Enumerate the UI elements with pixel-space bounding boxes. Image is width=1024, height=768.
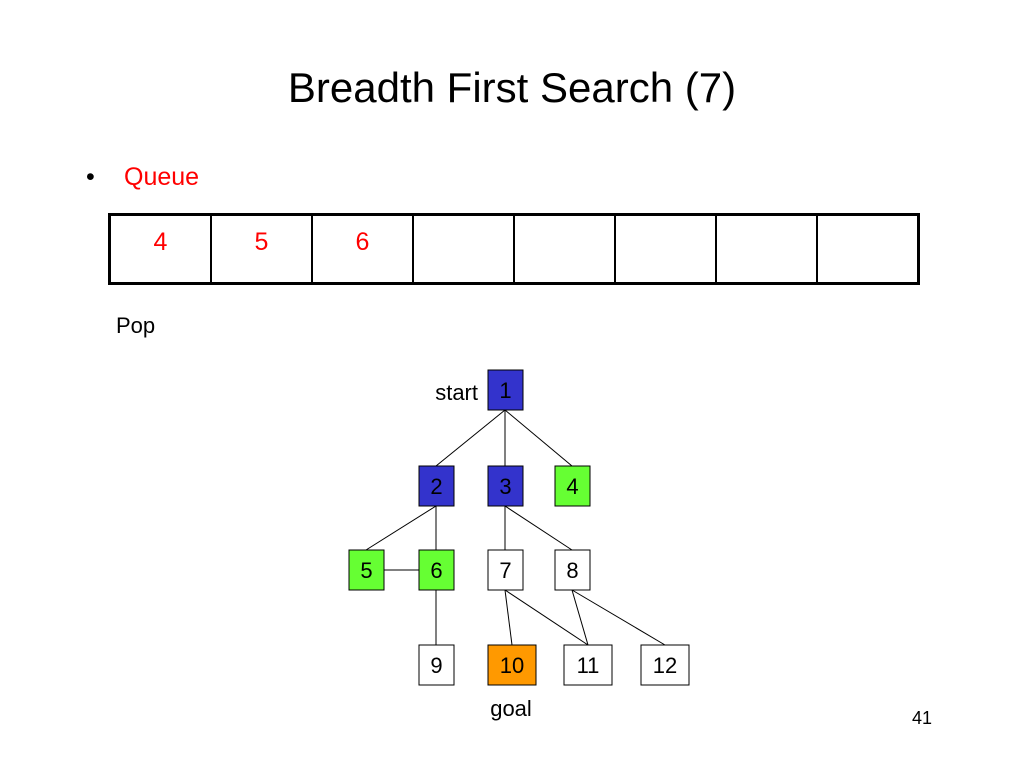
queue-cell (412, 216, 513, 282)
node-label-6: 6 (430, 558, 442, 583)
node-box-6 (418, 549, 455, 591)
start-label: start (435, 380, 478, 405)
queue-cell: 4 (153, 228, 168, 256)
node-label-8: 8 (566, 558, 578, 583)
node-12: 12 (640, 644, 690, 686)
node-label-5: 5 (360, 558, 372, 583)
node-label-4: 4 (566, 474, 578, 499)
node-10: 10 (487, 644, 537, 686)
edge-8-12 (571, 589, 666, 646)
node-label-3: 3 (499, 474, 511, 499)
tree-edges (365, 409, 666, 646)
queue-bullet: • Queue (86, 160, 199, 194)
node-box-5 (348, 549, 385, 591)
node-box-2 (418, 465, 455, 507)
queue-cell: 5 (210, 216, 311, 282)
queue-cell (816, 216, 917, 282)
edge-3-8 (504, 505, 573, 551)
queue-cell (715, 216, 816, 282)
node-box-10 (487, 644, 537, 686)
queue-cell (513, 216, 614, 282)
edge-7-10 (504, 589, 513, 646)
node-label-9: 9 (430, 653, 442, 678)
queue-cell: 6 (311, 216, 412, 282)
node-label-7: 7 (499, 558, 511, 583)
pop-label: Pop (116, 313, 156, 338)
node-box-7 (487, 549, 524, 591)
node-label-10: 10 (500, 653, 524, 678)
node-label-12: 12 (653, 653, 677, 678)
node-3: 3 (487, 465, 524, 507)
edge-1-2 (435, 409, 506, 467)
node-box-4 (554, 465, 591, 507)
node-5: 5 (348, 549, 385, 591)
slide-title: Breadth First Search (7) (287, 64, 737, 111)
node-box-12 (640, 644, 690, 686)
node-label-1: 1 (499, 378, 511, 403)
queue-table: 4 5 6 (108, 213, 920, 285)
bullet-marker: • (86, 163, 95, 191)
goal-label: goal (490, 696, 532, 721)
node-box-8 (554, 549, 591, 591)
node-4: 4 (554, 465, 591, 507)
edge-2-5 (365, 505, 437, 551)
edge-8-11 (571, 589, 589, 646)
page-number: 41 (912, 708, 933, 728)
node-8: 8 (554, 549, 591, 591)
node-1: 1 (487, 369, 524, 411)
node-box-11 (563, 644, 613, 686)
node-box-3 (487, 465, 524, 507)
node-2: 2 (418, 465, 455, 507)
node-9: 9 (418, 644, 455, 686)
node-7: 7 (487, 549, 524, 591)
edge-1-4 (504, 409, 573, 467)
node-11: 11 (563, 644, 613, 686)
edge-7-11 (504, 589, 589, 646)
queue-heading: Queue (124, 163, 200, 191)
node-label-2: 2 (430, 474, 442, 499)
node-box-9 (418, 644, 455, 686)
node-label-11: 11 (577, 653, 600, 678)
node-6: 6 (418, 549, 455, 591)
node-box-1 (487, 369, 524, 411)
queue-cell (614, 216, 715, 282)
